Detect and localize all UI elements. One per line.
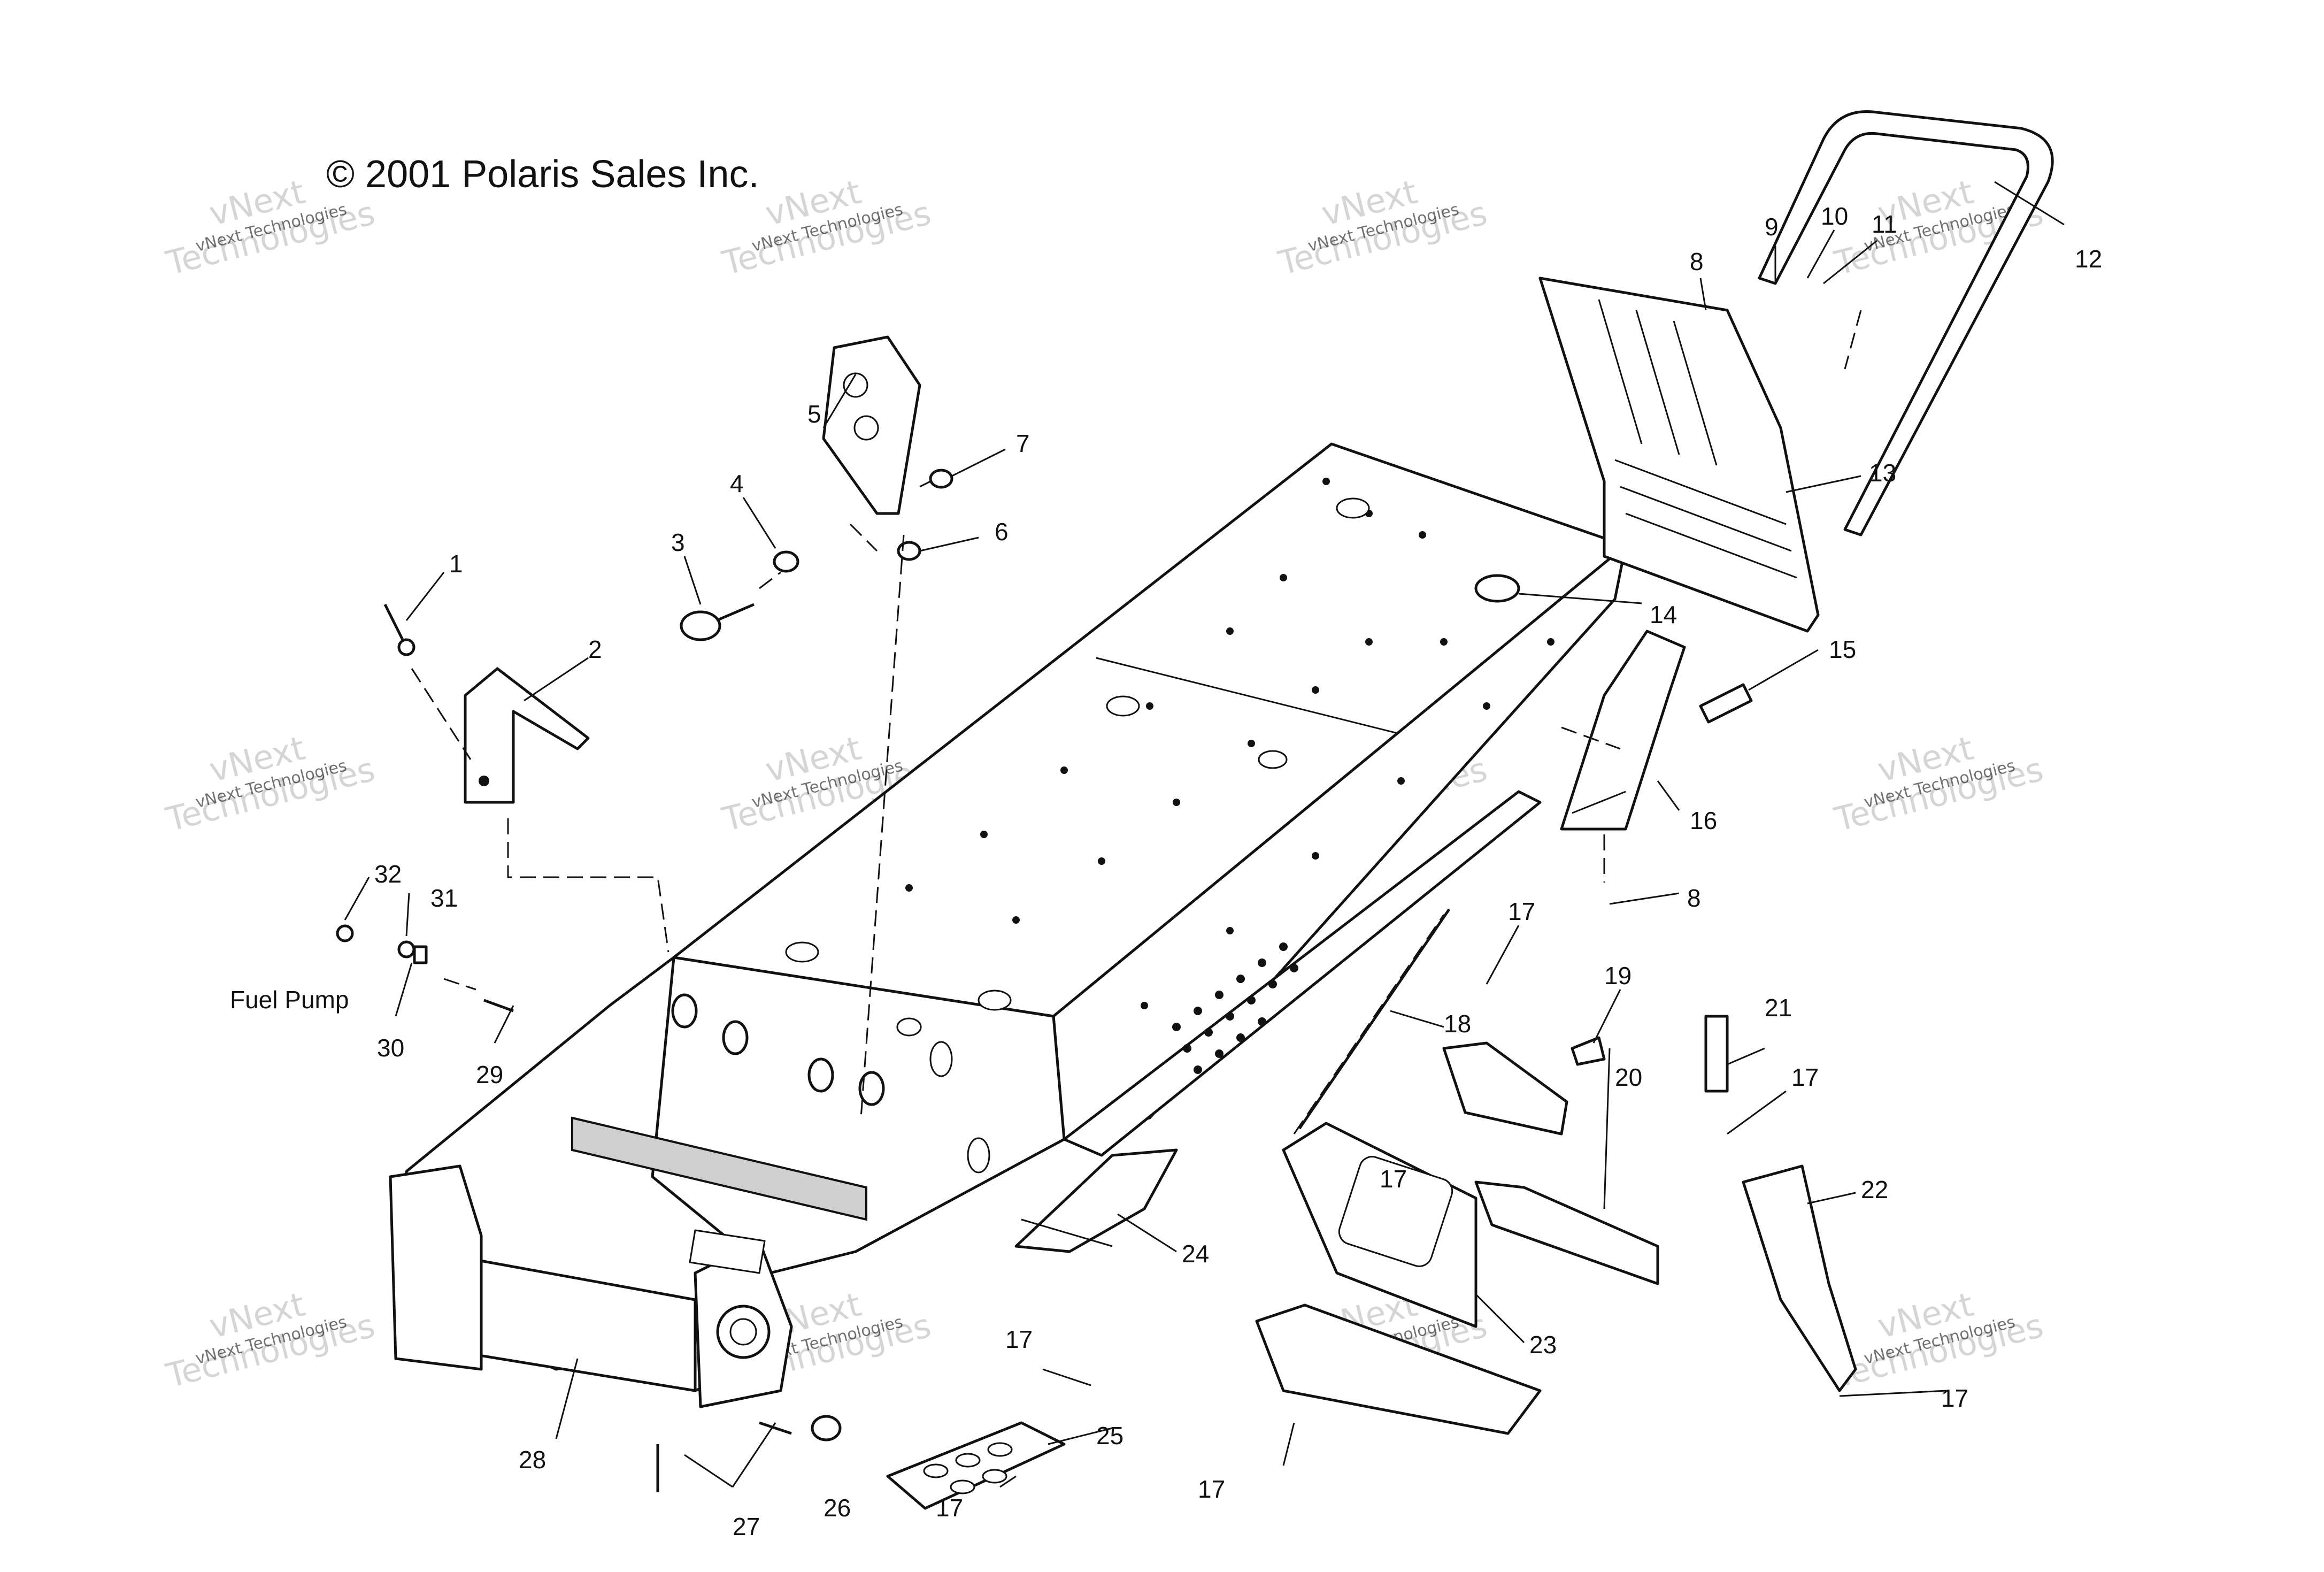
part-21-tensioner [1704,1015,1729,1093]
callout-25: 25 [1096,1422,1123,1450]
callout-3: 3 [671,528,685,556]
fuel-pump-hardware [336,924,514,1013]
callout-17-cover-top: 17 [1005,1325,1033,1353]
part-4-nut [773,550,799,573]
fuel-pump-label: Fuel Pump [230,986,349,1014]
callout-30: 30 [377,1034,404,1062]
callout-21: 21 [1765,994,1792,1022]
leader-lines [344,181,2065,1488]
part-16-rear-mount [1560,630,1686,831]
callout-22: 22 [1861,1176,1888,1203]
part-2-bracket [464,667,590,804]
callout-29: 29 [476,1061,503,1088]
callout-11: 11 [1872,210,1897,238]
part-20-brackets [1442,1041,1659,1285]
callout-23: 23 [1529,1331,1557,1359]
tunnel-rivet-holes [905,478,1555,1009]
callout-16: 16 [1690,807,1717,834]
callout-17-upper: 17 [1508,898,1535,925]
part-13-snow-flap [1538,277,1820,633]
part-25-cover [886,1421,1066,1510]
callout-31: 31 [430,884,458,912]
callout-12: 12 [2075,245,2102,273]
part-5-mount-plate [822,335,921,515]
part-7-screw [929,469,953,489]
callout-15: 15 [1829,635,1856,663]
part-3-spacer [680,603,755,641]
callout-9: 9 [1765,213,1779,241]
callout-28: 28 [519,1446,546,1474]
callout-10: 10 [1821,202,1848,230]
callout-17-bottom: 17 [1198,1475,1225,1503]
part-6-screw [897,541,921,561]
part-26-plug [811,1415,842,1441]
part-19-clip [1571,1036,1606,1066]
callout-8-lower: 8 [1687,884,1701,912]
copyright-notice: © 2001 Polaris Sales Inc. [326,153,759,196]
callout-8-top: 8 [1690,248,1704,275]
callout-2: 2 [588,635,602,663]
part-18-trim [1293,914,1445,1134]
callout-19: 19 [1604,962,1632,990]
callout-32: 32 [374,860,402,888]
vent-hole-pattern [1172,942,1298,1074]
callout-5: 5 [807,400,821,428]
part-22-side-plate [1742,1164,1857,1392]
part-12-rear-bumper [1758,110,2054,536]
callout-18: 18 [1444,1010,1471,1038]
callout-17-far-right: 17 [1941,1384,1968,1412]
callout-17-mid: 17 [1380,1165,1407,1193]
callout-1: 1 [449,550,463,578]
callout-6: 6 [995,518,1009,546]
callout-17-cover-bottom: 17 [936,1494,963,1522]
part-14-plug [1474,574,1520,603]
part-15-decal [1699,683,1753,724]
part-23-side-panel [1255,1122,1542,1435]
callout-24: 24 [1182,1240,1209,1268]
callout-17-right: 17 [1791,1063,1819,1091]
callout-numbers: 1 2 3 4 5 6 7 8 8 9 10 11 12 13 14 15 16… [374,202,2102,1540]
callout-27: 27 [733,1513,760,1540]
callout-13: 13 [1869,459,1896,487]
callout-14: 14 [1650,601,1677,628]
part-1-bolt [383,603,415,656]
callout-26: 26 [824,1494,851,1522]
callout-4: 4 [730,470,744,497]
assembly-dash-lines [411,310,1862,1118]
chassis-tunnel [389,442,1627,1408]
callout-7: 7 [1016,430,1030,457]
callout-20: 20 [1615,1063,1642,1091]
